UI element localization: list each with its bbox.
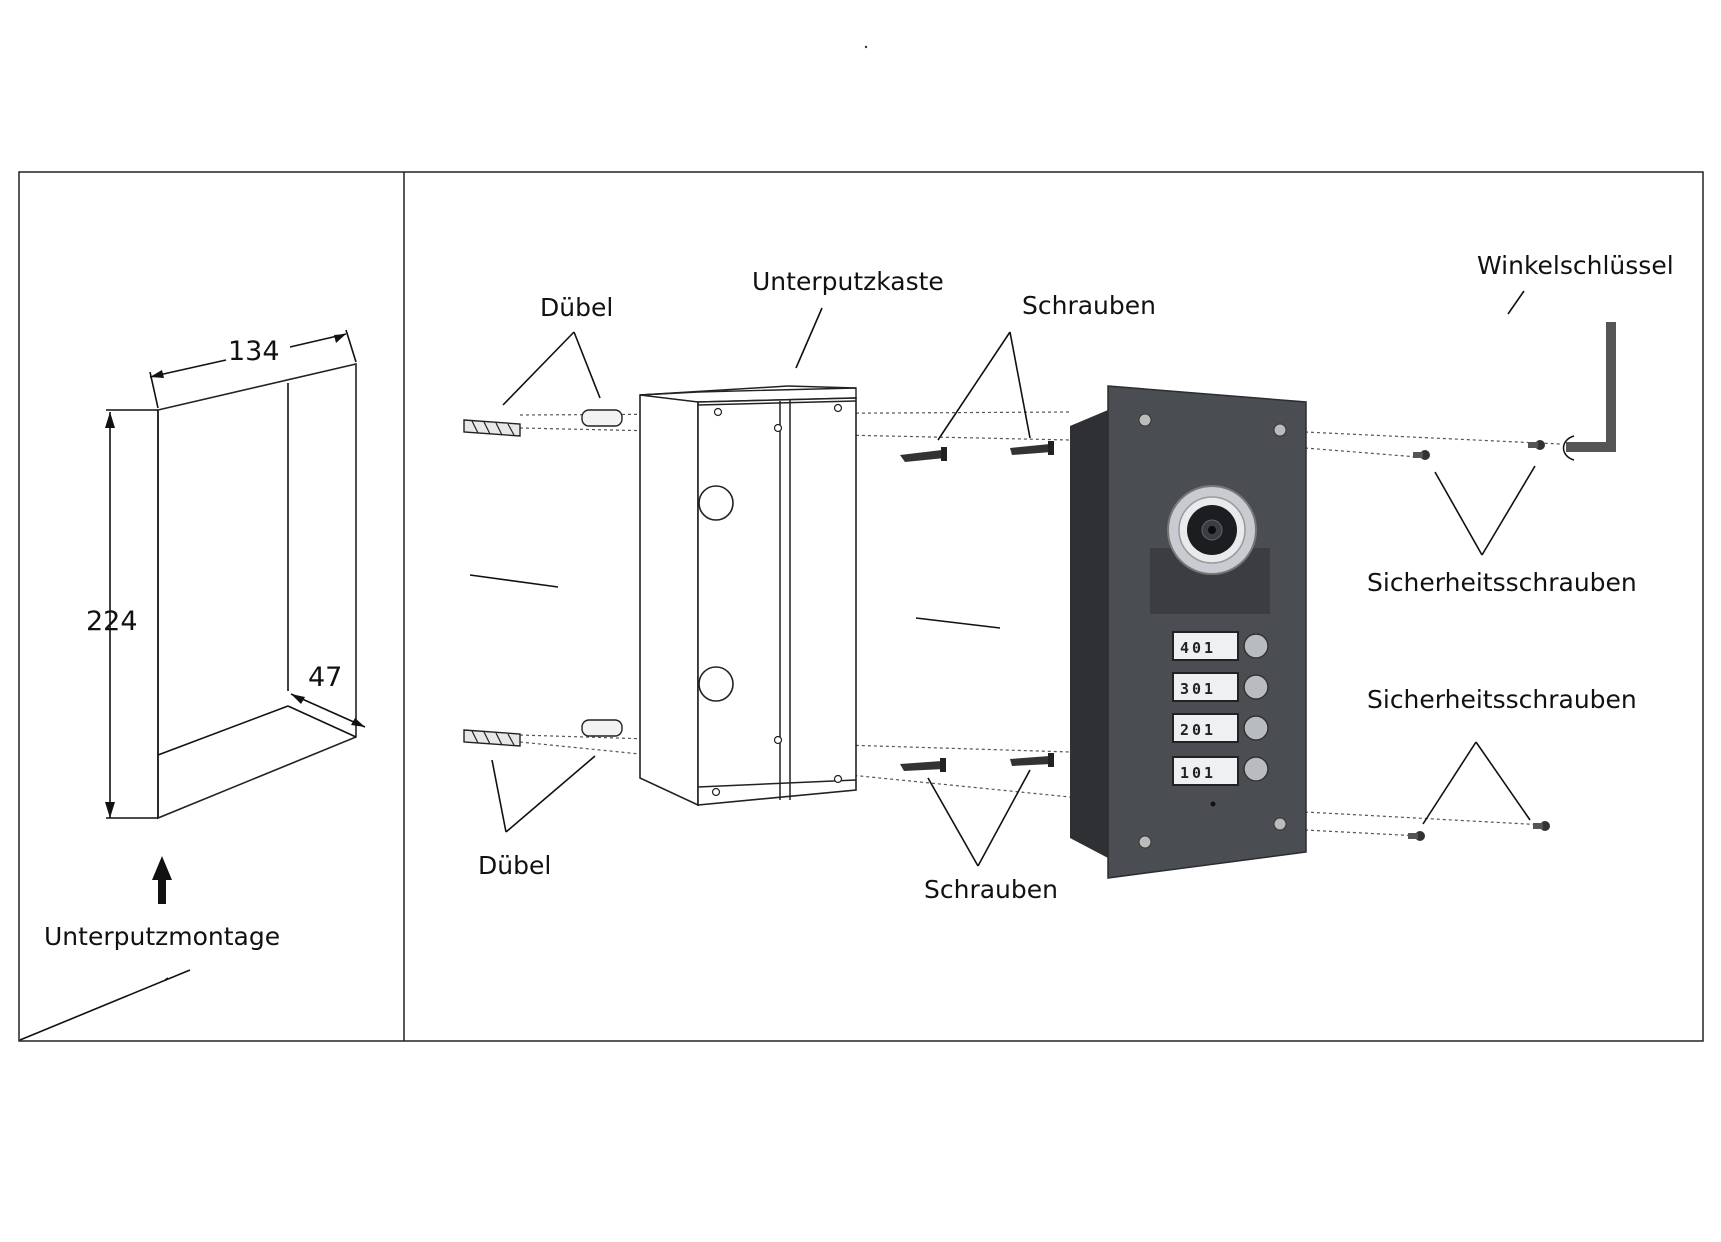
alignment-lines (469, 411, 1561, 837)
allen-key-icon (1562, 322, 1616, 461)
leader-lines (491, 290, 1536, 867)
dowel-icon (463, 719, 623, 747)
screw-icon (900, 753, 1054, 772)
screw-icon (900, 441, 1054, 462)
screws-label-bottom: Schrauben (924, 875, 1058, 904)
name-plate-label: 201 (1180, 721, 1216, 739)
outer-frame (18, 171, 1704, 1042)
dimension-width: 134 (228, 336, 280, 367)
name-plate-label: 101 (1180, 764, 1216, 782)
dowel-icon (463, 409, 623, 437)
security-screw-icon (1408, 440, 1550, 841)
flush-box-label: Unterputzkaste (752, 267, 944, 296)
security-screws-label-bottom: Sicherheitsschrauben (1367, 685, 1637, 714)
name-plate: 401 (1172, 631, 1239, 661)
dowel-label-bottom: Dübel (478, 851, 551, 880)
name-plate: 101 (1172, 756, 1239, 786)
screws-label-top: Schrauben (1022, 291, 1156, 320)
flush-box-dimension-drawing (19, 329, 366, 1041)
allen-key-label: Winkelschlüssel (1477, 251, 1674, 280)
name-plate: 301 (1172, 672, 1239, 702)
mount-type-label: Unterputzmontage (44, 922, 280, 951)
name-plate-label: 401 (1180, 639, 1216, 657)
name-plate-label: 301 (1180, 680, 1216, 698)
dowel-label-top: Dübel (540, 293, 613, 322)
dimension-height: 224 (86, 606, 138, 637)
security-screws-label-top: Sicherheitsschrauben (1367, 568, 1637, 597)
name-plate: 201 (1172, 713, 1239, 743)
flush-box-drawing (639, 385, 857, 807)
dimension-depth: 47 (308, 662, 342, 693)
bell-button-icon (1243, 633, 1269, 782)
